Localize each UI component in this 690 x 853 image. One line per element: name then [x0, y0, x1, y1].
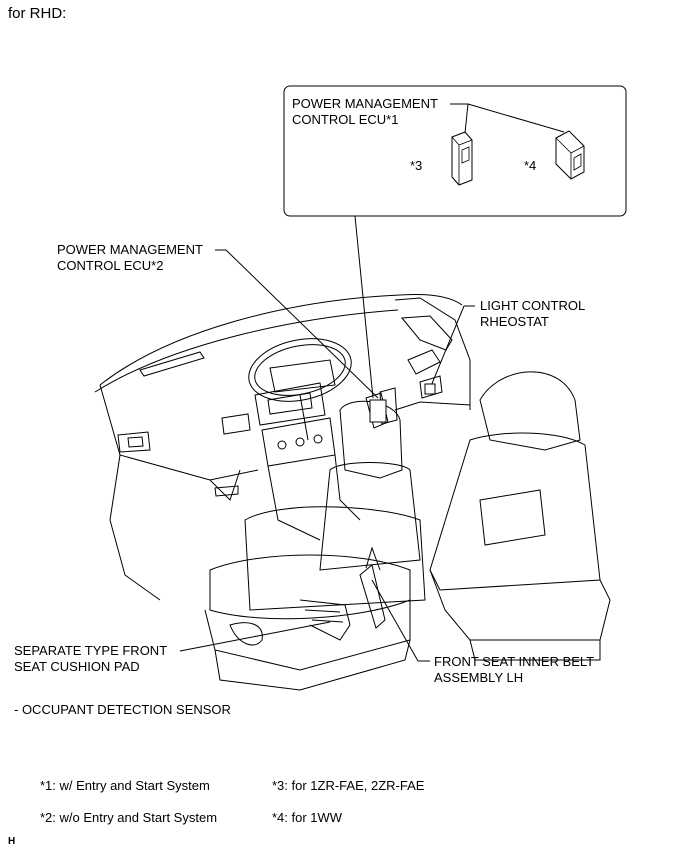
seat-cushion-label-line2: SEAT CUSHION PAD [14, 659, 140, 674]
leader-lines [179, 103, 565, 662]
ecu-module-variant4 [555, 130, 585, 180]
steering-wheel [248, 338, 352, 441]
ecu1-callout-box [283, 85, 627, 217]
variant3-label: *3 [410, 158, 423, 173]
belt-label-line1: FRONT SEAT INNER BELT [434, 654, 595, 669]
sensor-label: - OCCUPANT DETECTION SENSOR [14, 702, 231, 717]
light-control-label-line2: RHEOSTAT [480, 314, 549, 329]
pm-ecu1-label-line2: CONTROL ECU*1 [292, 112, 399, 127]
pm-ecu2-label-line1: POWER MANAGEMENT [57, 242, 203, 257]
rheostat-knob [424, 383, 436, 395]
variant4-label: *4 [524, 158, 537, 173]
note-1: *1: w/ Entry and Start System [40, 778, 210, 793]
dashboard [94, 293, 471, 601]
light-control-label-line1: LIGHT CONTROL [480, 298, 586, 313]
seat-cushion-label-line1: SEPARATE TYPE FRONT [14, 643, 168, 658]
front-seat-rhd [204, 400, 426, 691]
pm-ecu1-label-line1: POWER MANAGEMENT [292, 96, 438, 111]
seat-right [429, 371, 611, 661]
belt-label-line2: ASSEMBLY LH [434, 670, 524, 685]
note-2: *2: w/o Entry and Start System [40, 810, 218, 825]
footer-mark: H [8, 836, 16, 847]
note-4: *4: for 1WW [272, 810, 343, 825]
page-title: for RHD: [8, 5, 67, 22]
note-3: *3: for 1ZR-FAE, 2ZR-FAE [272, 778, 425, 793]
pm-ecu2-label-line2: CONTROL ECU*2 [57, 258, 164, 273]
ecu2-module [369, 399, 387, 423]
ecu-module-variant3 [451, 131, 473, 186]
